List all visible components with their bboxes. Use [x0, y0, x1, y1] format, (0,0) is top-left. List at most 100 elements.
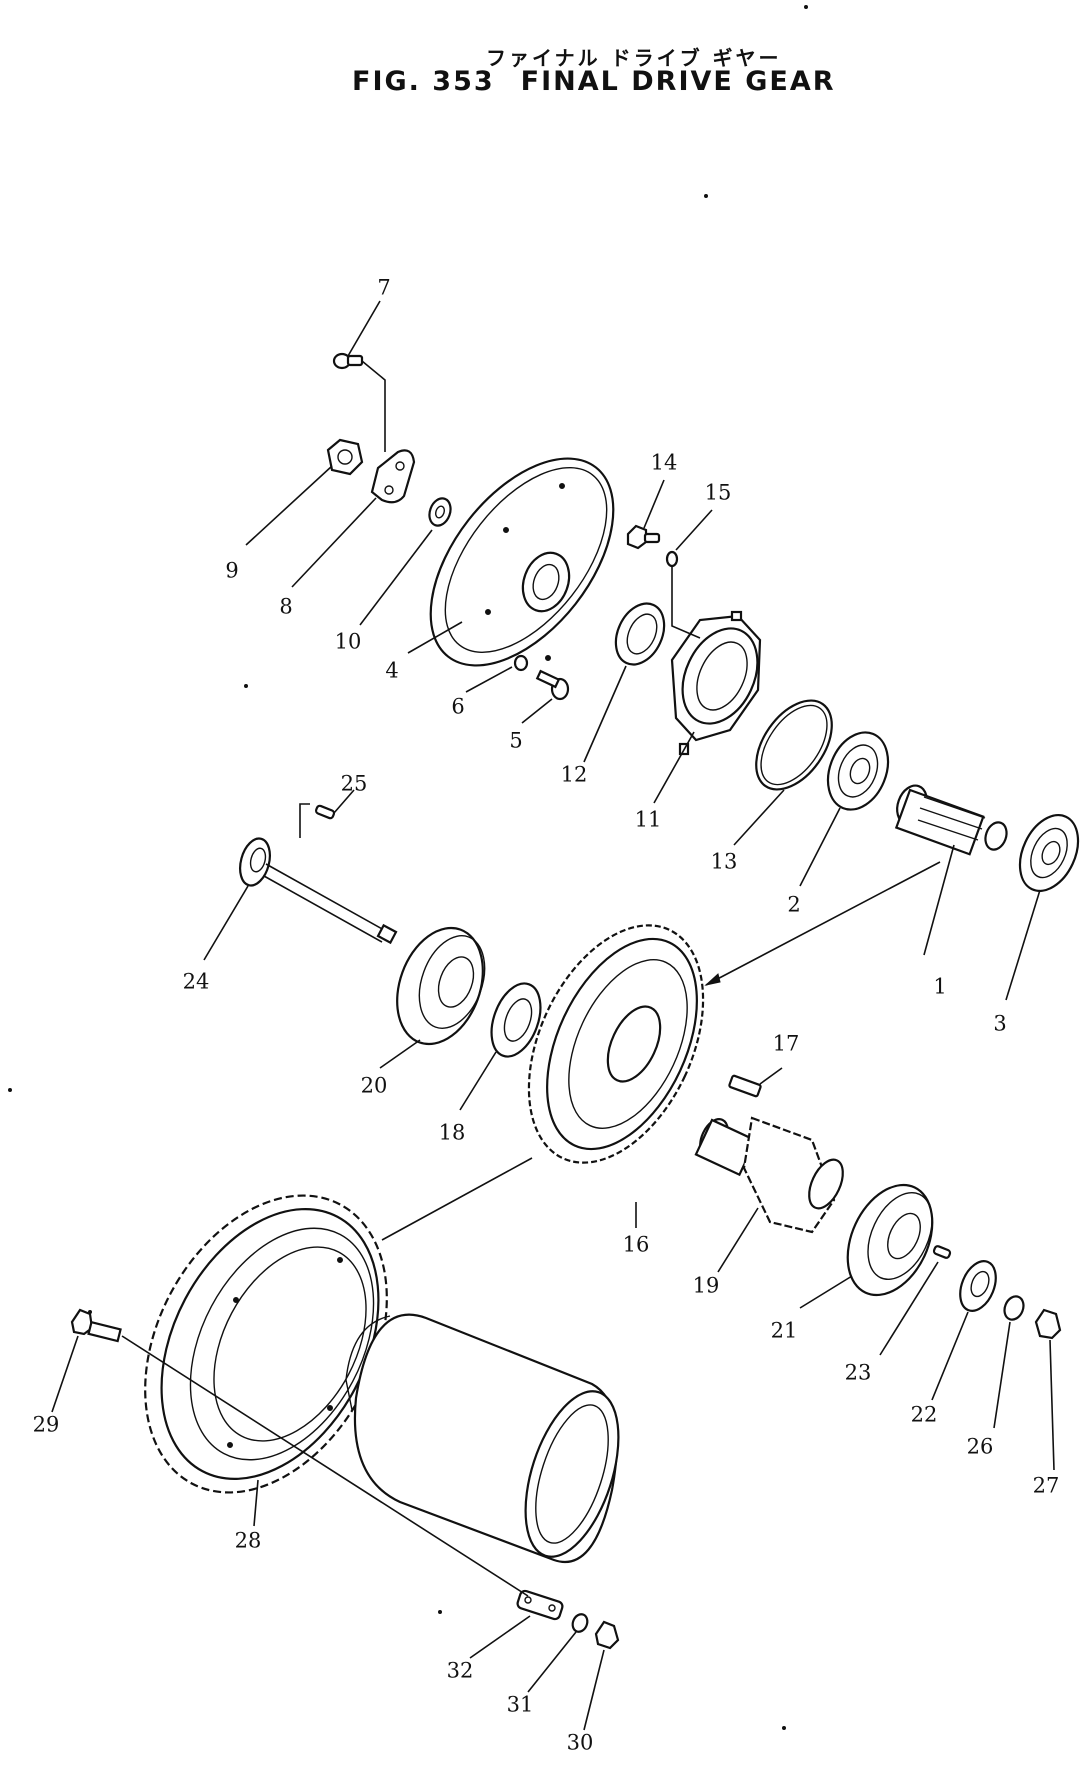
leader-4	[407, 621, 463, 654]
leader-27	[1049, 1339, 1055, 1471]
part-28-ring-gear	[144, 1194, 388, 1494]
leader-8	[291, 497, 377, 588]
part-16-gear	[527, 924, 705, 1164]
callout-29: 29	[32, 1412, 60, 1437]
callout-3: 3	[993, 1011, 1007, 1036]
leader-7	[347, 300, 381, 357]
leader-22	[931, 1311, 969, 1401]
callout-19: 19	[692, 1273, 720, 1298]
callout-2: 2	[787, 892, 801, 917]
leader-lines	[51, 300, 1055, 1731]
leader-12	[583, 665, 627, 763]
leader-28	[253, 1479, 259, 1527]
part-19-pinion	[694, 1116, 844, 1234]
leader-1-arrow	[704, 973, 721, 986]
callout-26: 26	[966, 1434, 994, 1459]
part-26-washer	[1003, 1295, 1025, 1321]
callout-13: 13	[710, 849, 738, 874]
leader-29	[51, 1335, 79, 1413]
callout-23: 23	[844, 1360, 872, 1385]
part-25-pin	[314, 804, 336, 820]
leader-15-11-link	[671, 566, 701, 639]
callout-30: 30	[566, 1730, 594, 1755]
leader-5	[521, 698, 553, 724]
part-10-washer	[428, 497, 452, 527]
part-7-bolt	[332, 352, 364, 370]
callout-7: 7	[377, 275, 391, 300]
leader-13	[733, 789, 785, 846]
part-hub-drum	[345, 1313, 620, 1563]
leader-17	[759, 1067, 783, 1085]
parts-group	[70, 352, 1080, 1650]
part-14-bolt	[626, 524, 661, 550]
callout-17: 17	[772, 1031, 800, 1056]
title-japanese: ファイナル ドライブ ギヤー	[486, 46, 782, 70]
scan-specks	[8, 5, 808, 1730]
callout-4: 4	[385, 658, 399, 683]
callout-28: 28	[234, 1528, 262, 1553]
leader-26	[993, 1321, 1011, 1429]
leader-3	[1005, 889, 1041, 1001]
part-27-nut	[1034, 1308, 1062, 1340]
callout-24: 24	[182, 969, 210, 994]
callout-18: 18	[438, 1120, 466, 1145]
leader-18	[459, 1051, 497, 1111]
callout-27: 27	[1032, 1473, 1060, 1498]
callout-20: 20	[360, 1073, 388, 1098]
part-9-nut	[326, 438, 364, 476]
part-22-collar	[959, 1260, 997, 1312]
leader-30	[583, 1649, 605, 1731]
leader-16-28-link	[381, 1157, 533, 1241]
part-17-key	[728, 1074, 762, 1098]
leader-19	[717, 1207, 759, 1273]
leader-24	[203, 885, 249, 961]
figure-name: FINAL DRIVE GEAR	[520, 66, 836, 97]
leader-6	[465, 666, 513, 693]
leader-10	[359, 529, 433, 626]
leader-29-32-link	[121, 1335, 529, 1597]
part-5-bolt	[535, 669, 570, 701]
part-11-bearing-housing	[670, 610, 762, 756]
callout-15: 15	[704, 480, 732, 505]
part-6-washer	[513, 654, 529, 672]
leader-21	[799, 1275, 853, 1309]
figure-title: FIG. 353 FINAL DRIVE GEAR	[352, 66, 836, 97]
part-29-bolt	[70, 1308, 122, 1343]
part-24-shaft	[239, 837, 398, 945]
leader-14	[643, 479, 665, 529]
callout-25: 25	[340, 771, 368, 796]
callout-9: 9	[225, 558, 239, 583]
callout-10: 10	[334, 629, 362, 654]
leader-20	[379, 1039, 421, 1069]
leader-11	[653, 731, 695, 804]
callout-14: 14	[650, 450, 678, 475]
callout-11: 11	[634, 807, 662, 832]
leader-2	[799, 807, 841, 887]
callout-1: 1	[933, 974, 947, 999]
figure-number: FIG. 353	[352, 66, 495, 97]
part-15-washer	[665, 550, 679, 568]
part-8-plate	[370, 449, 416, 504]
part-2-bearing	[826, 731, 890, 811]
leader-25	[333, 789, 355, 814]
callout-12: 12	[560, 762, 588, 787]
callout-32: 32	[446, 1658, 474, 1683]
callout-6: 6	[451, 694, 465, 719]
part-18-spacer	[490, 982, 542, 1058]
part-12-oil-seal	[614, 602, 666, 666]
leader-9	[245, 465, 333, 546]
callout-31: 31	[506, 1692, 534, 1717]
part-4-cover-plate	[429, 457, 615, 667]
part-31-washer	[571, 1613, 589, 1633]
part-13-o-ring	[755, 699, 833, 791]
part-20-bearing	[396, 926, 486, 1046]
callout-22: 22	[910, 1402, 938, 1427]
leader-32	[469, 1615, 531, 1659]
part-30-nut	[594, 1620, 620, 1650]
leader-15	[675, 509, 713, 551]
callout-16: 16	[622, 1232, 650, 1257]
leader-1-16-link	[705, 861, 941, 986]
part-23-pin	[932, 1245, 952, 1259]
